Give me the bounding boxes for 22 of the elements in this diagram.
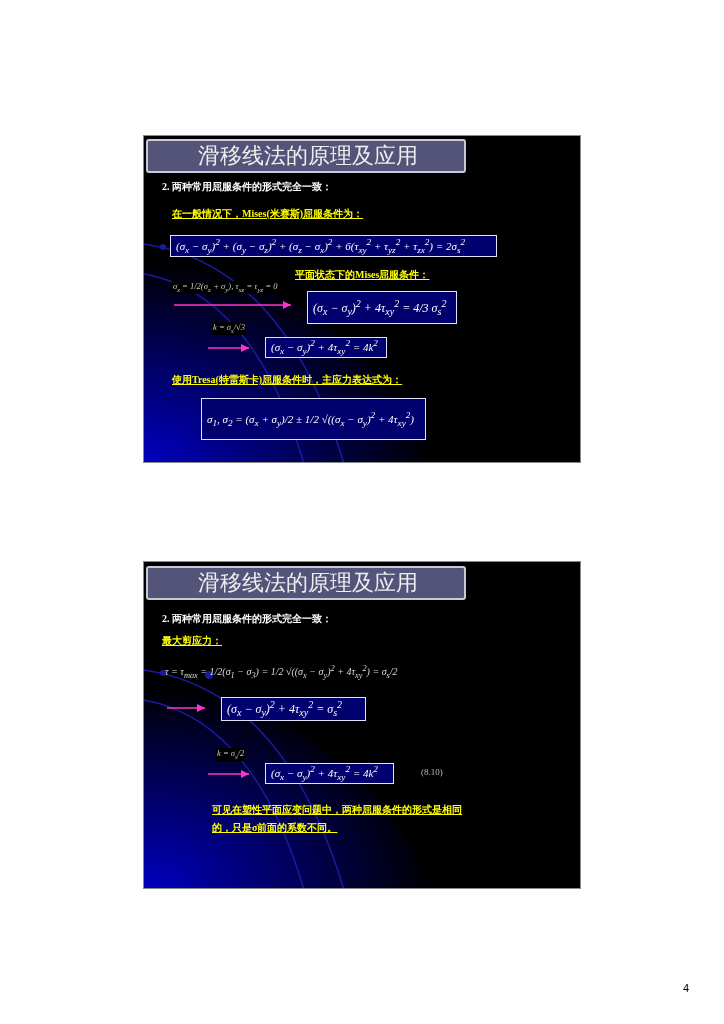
edge-label: k = σ$_{s}$/√3 <box>212 322 246 335</box>
edge-label: k = σ$_{s}$/2 <box>216 748 246 761</box>
formula-text: τ = τ$_{max}$ = 1/2(σ$_{1}$ − σ$_{3}$) = 1/2 √((σ$_{x}$ − σ$_{y}$)$^{2}$ + 4τ$_{xy}$$^{2}$) = σ$_{s}$/2 <box>165 664 398 681</box>
page-number: 4 <box>683 982 690 994</box>
edge-label: σ$_{z}$ = 1/2(σ$_{x}$ + σ$_{y}$), τ$_{xz}$ = τ$_{yz}$ = 0 <box>172 281 279 294</box>
title-banner: 滑移线法的原理及应用 <box>146 566 466 600</box>
formula-box: (σ$_{x}$ − σ$_{y}$)$^{2}$ + 4τ$_{xy}$$^{2}$ = 4k$^{2}$ <box>265 763 394 784</box>
heading-text: 2. 两种常用屈服条件的形式完全一致： <box>162 180 332 194</box>
formula-box: σ$_{1}$, σ$_{2}$ = (σ$_{x}$ + σ$_{y}$)/2 ± 1/2 √((σ$_{x}$ − σ$_{y}$)$^{2}$ + 4τ$_{xy}$$^{2}$) <box>201 398 426 440</box>
arrow <box>207 344 250 352</box>
note-text: 平面状态下的Mises屈服条件： <box>295 268 430 282</box>
equation-number: (8.10) <box>421 767 443 777</box>
note-text: 使用Tresa(特雷斯卡)屈服条件时，主应力表达式为： <box>172 373 403 387</box>
note-text: 在一般情况下，Mises(米赛斯)屈服条件为： <box>172 207 364 221</box>
formula-box: (σ$_{x}$ − σ$_{y}$)$^{2}$ + 4τ$_{xy}$$^{2}$ = 4k$^{2}$ <box>265 337 387 358</box>
title-banner: 滑移线法的原理及应用 <box>146 139 466 173</box>
note-text: 可见在塑性平面应变问题中，两种屈服条件的形式是相同的，只是σ前面的系数不同。 <box>212 803 463 835</box>
arrow <box>166 704 206 712</box>
arrow <box>173 301 292 309</box>
note-text: 最大剪应力： <box>162 634 222 648</box>
heading-text: 2. 两种常用屈服条件的形式完全一致： <box>162 612 332 626</box>
arrow <box>207 770 250 778</box>
